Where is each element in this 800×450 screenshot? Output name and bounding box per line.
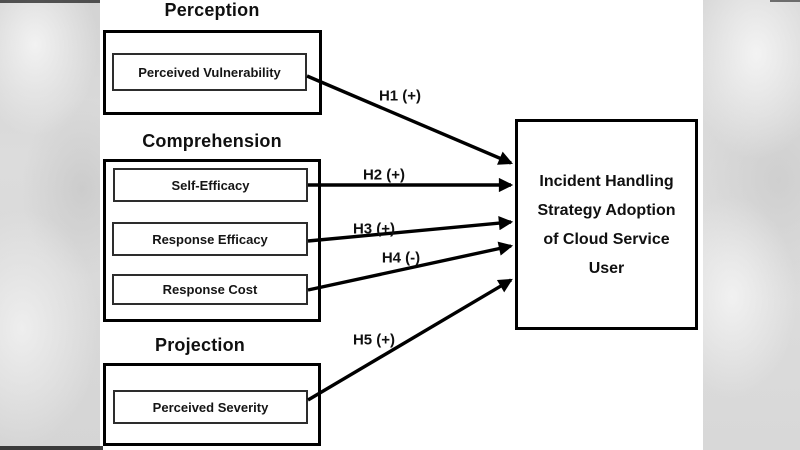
group-title-comprehension: Comprehension — [142, 131, 282, 151]
h3-label: H3 (+) — [352, 220, 396, 238]
group-title-projection: Projection — [154, 335, 245, 355]
construct-perceived-vulnerability: Perceived Vulnerability — [112, 53, 307, 91]
construct-response-efficacy: Response Efficacy — [112, 222, 308, 256]
construct-self-efficacy: Self-Efficacy — [113, 168, 308, 202]
backdrop-edge-top-right — [770, 0, 800, 2]
backdrop-edge-top-left — [0, 0, 100, 3]
outcome-box: Incident Handling Strategy Adoption of C… — [515, 119, 698, 330]
outcome-label: Incident Handling Strategy Adoption of C… — [537, 172, 676, 277]
h1-label: H1 (+) — [378, 87, 422, 105]
backdrop-edge-bottom-left — [0, 446, 103, 450]
h2-label: H2 (+) — [362, 166, 406, 184]
group-title-perception: Perception — [164, 0, 260, 20]
h5-arrow — [307, 278, 513, 402]
h5-label: H5 (+) — [352, 331, 396, 349]
construct-response-cost: Response Cost — [112, 274, 308, 305]
construct-perceived-severity: Perceived Severity — [113, 390, 308, 424]
backdrop-band-left — [0, 0, 100, 450]
h4-label: H4 (-) — [381, 249, 421, 267]
backdrop-band-right — [703, 0, 800, 450]
h3-arrow — [307, 216, 514, 243]
